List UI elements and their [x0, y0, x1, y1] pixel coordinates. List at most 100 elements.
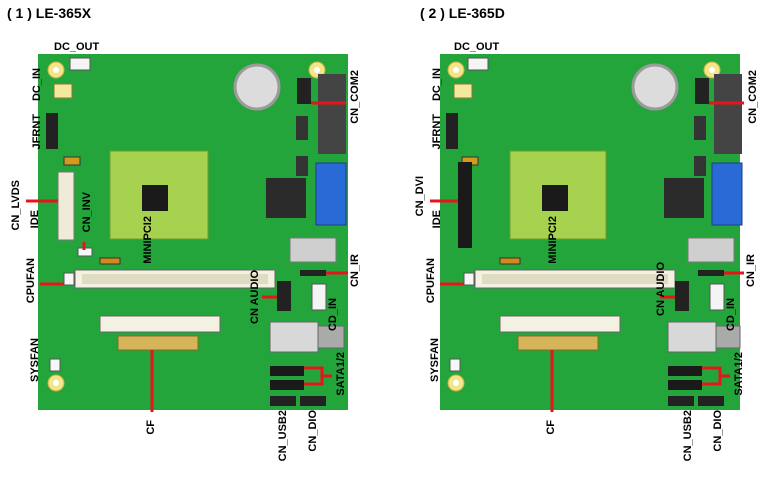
board-diagram	[26, 54, 348, 412]
label-cn-com2: CN_COM2	[747, 70, 759, 124]
cd-in-connector	[709, 283, 725, 311]
cf-slot-pins	[517, 335, 599, 351]
com-port	[318, 74, 346, 154]
sysfan-connector	[449, 358, 461, 372]
minipci-slot-inner	[82, 274, 268, 284]
label-dc-out: DC_OUT	[54, 41, 100, 53]
label-cn-com2: CN_COM2	[349, 70, 361, 124]
jfrnt-header	[446, 113, 458, 149]
label-cn-dio: CN_DIO	[307, 410, 319, 452]
label-cd-in: CD_IN	[327, 298, 339, 332]
label-ide: IDE	[29, 210, 41, 229]
cpufan-connector	[63, 272, 75, 286]
usb-port	[289, 237, 337, 263]
panel-le-365d: ( 2 ) LE-365D	[400, 0, 778, 485]
label-sata: SATA1/2	[335, 352, 347, 396]
usb-port	[687, 237, 735, 263]
cd-in-connector	[311, 283, 327, 311]
label-cf: CF	[545, 420, 557, 435]
lan-port	[667, 321, 717, 353]
label-cn-audio: CN AUDIO	[655, 262, 667, 316]
label-dc-in: DC_IN	[31, 68, 43, 102]
com2-header	[297, 78, 311, 104]
label-cn-inv: CN_INV	[81, 192, 93, 233]
dio-header	[698, 396, 724, 406]
chipset-die	[142, 185, 168, 211]
sata-connector	[668, 366, 702, 376]
label-sysfan: SYSFAN	[29, 338, 41, 383]
chipset-die	[542, 185, 568, 211]
label-cn-usb2: CN_USB2	[277, 410, 289, 462]
header	[296, 116, 308, 140]
jumper	[63, 156, 81, 166]
label-cn-lvds: CN_LVDS	[10, 180, 22, 231]
audio-header	[277, 281, 291, 311]
label-dc-in: DC_IN	[431, 68, 443, 102]
lan-port-front	[715, 325, 741, 349]
label-cf: CF	[145, 420, 157, 435]
label-cn-dvi: CN_DVI	[414, 176, 426, 217]
usb2-header	[270, 396, 296, 406]
sata-connector	[668, 380, 702, 390]
jumper	[499, 257, 521, 265]
minipci-slot-inner	[482, 274, 668, 284]
dc-in-jack	[53, 83, 73, 99]
lan-port-front	[317, 325, 345, 349]
mount-hole	[53, 67, 59, 73]
battery	[631, 63, 679, 111]
label-cn-ir: CN_IR	[745, 254, 757, 288]
dio-header	[300, 396, 326, 406]
label-cn-usb2: CN_USB2	[682, 410, 694, 462]
cf-slot	[99, 315, 221, 333]
label-dc-out: DC_OUT	[454, 41, 500, 53]
dvi-connector	[458, 162, 472, 248]
cn-ir-header	[698, 270, 724, 276]
cn-ir-header	[300, 270, 326, 276]
label-cn-ir: CN_IR	[349, 254, 361, 288]
panel-le-365x: ( 1 ) LE-365X	[7, 5, 361, 462]
battery	[233, 63, 281, 111]
panel-title: ( 2 ) LE-365D	[420, 5, 505, 21]
dc-in-jack	[453, 83, 473, 99]
jumper	[99, 257, 121, 265]
label-cn-dio: CN_DIO	[712, 410, 724, 452]
header	[694, 156, 706, 176]
label-cn-audio: CN AUDIO	[249, 270, 261, 324]
jfrnt-header	[46, 113, 58, 149]
label-minipci2: MINIPCI2	[142, 216, 154, 264]
audio-header	[675, 281, 689, 311]
panel-title: ( 1 ) LE-365X	[7, 5, 92, 21]
label-jfrnt: JFRNT	[31, 114, 43, 150]
ide-connector	[57, 171, 75, 241]
label-ide: IDE	[431, 210, 443, 229]
cf-slot	[499, 315, 621, 333]
com2-header	[695, 78, 709, 104]
label-minipci2: MINIPCI2	[547, 216, 559, 264]
label-cpufan: CPUFAN	[25, 258, 37, 304]
header	[694, 116, 706, 140]
mount-hole	[314, 67, 320, 73]
sata-connector	[270, 366, 304, 376]
mount-hole	[453, 380, 459, 386]
board-diagram	[430, 54, 744, 412]
label-cd-in: CD_IN	[725, 298, 737, 332]
super-io-chip	[664, 178, 704, 218]
label-cpufan: CPUFAN	[425, 258, 437, 304]
usb2-header	[668, 396, 694, 406]
label-sysfan: SYSFAN	[429, 338, 441, 383]
mount-hole	[53, 380, 59, 386]
dc-out-connector	[69, 57, 91, 71]
label-jfrnt: JFRNT	[431, 114, 443, 150]
vga-port	[315, 162, 347, 226]
vga-port	[711, 162, 743, 226]
header	[296, 156, 308, 176]
label-sata: SATA1/2	[733, 352, 745, 396]
mount-hole	[709, 67, 715, 73]
cpufan-connector	[463, 272, 475, 286]
dc-out-connector	[467, 57, 489, 71]
com-port	[714, 74, 742, 154]
cf-slot-pins	[117, 335, 199, 351]
mount-hole	[453, 67, 459, 73]
lan-port	[269, 321, 319, 353]
sysfan-connector	[49, 358, 61, 372]
